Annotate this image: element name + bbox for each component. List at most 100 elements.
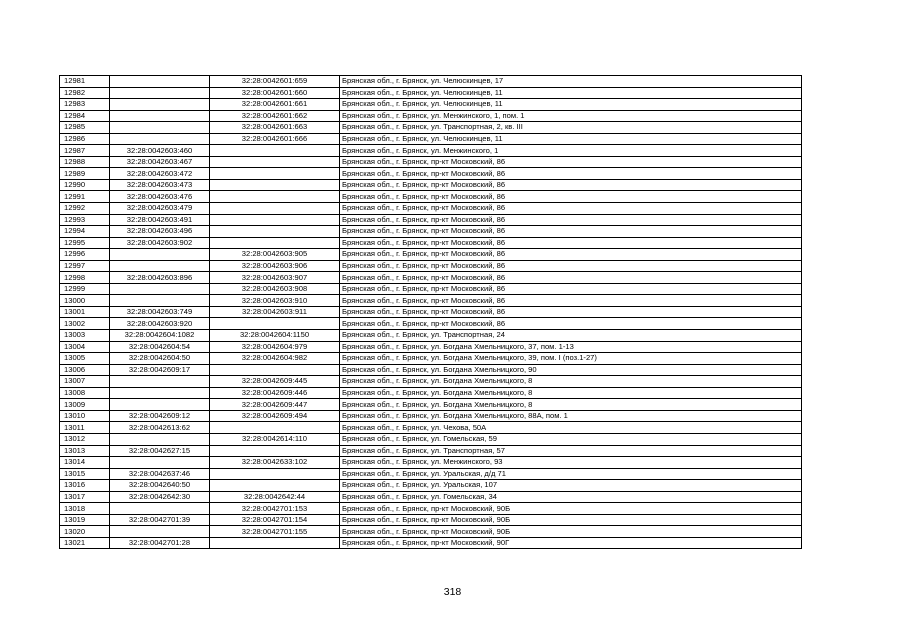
row-number-cell: 13019 [59, 513, 110, 527]
address-cell: Брянская обл., г. Брянск, ул. Челюскинце… [339, 98, 802, 111]
address-cell: Брянская обл., г. Брянск, ул. Гомельская… [339, 432, 802, 446]
address-cell: Брянская обл., г. Брянск, пр-кт Московск… [339, 178, 802, 192]
row-number-cell: 13013 [59, 444, 110, 458]
row-number-cell: 13021 [59, 536, 110, 550]
row-number-cell: 12982 [59, 86, 110, 100]
building-cadastral-cell: 32:28:0042603:908 [209, 282, 340, 296]
row-number-cell: 12981 [59, 75, 110, 88]
land-cadastral-cell: 32:28:0042603:460 [109, 144, 210, 157]
building-cadastral-cell [209, 144, 340, 157]
building-cadastral-cell [209, 479, 340, 492]
land-cadastral-cell [109, 432, 210, 446]
building-cadastral-cell: 32:28:0042604:1150 [209, 329, 340, 342]
row-number-cell: 13003 [59, 329, 110, 342]
row-number-cell: 13004 [59, 340, 110, 354]
land-cadastral-cell: 32:28:0042603:472 [109, 167, 210, 180]
address-cell: Брянская обл., г. Брянск, ул. Менжинског… [339, 109, 802, 123]
building-cadastral-cell: 32:28:0042601:662 [209, 109, 340, 123]
land-cadastral-cell [109, 109, 210, 123]
address-cell: Брянская обл., г. Брянск, ул. Челюскинце… [339, 86, 802, 100]
address-cell: Брянская обл., г. Брянск, ул. Транспортн… [339, 329, 802, 342]
address-cell: Брянская обл., г. Брянск, пр-кт Московск… [339, 294, 802, 307]
land-cadastral-cell: 32:28:0042604:54 [109, 340, 210, 354]
page-number: 318 [443, 586, 462, 598]
address-cell: Брянская обл., г. Брянск, пр-кт Московск… [339, 502, 802, 515]
row-number-cell: 13010 [59, 409, 110, 423]
building-cadastral-cell: 32:28:0042603:907 [209, 271, 340, 284]
land-cadastral-cell [109, 294, 210, 307]
land-cadastral-cell [109, 121, 210, 134]
land-cadastral-cell [109, 259, 210, 273]
row-number-cell: 12984 [59, 109, 110, 123]
row-number-cell: 12987 [59, 144, 110, 157]
land-cadastral-cell [109, 525, 210, 538]
land-cadastral-cell [109, 375, 210, 388]
land-cadastral-cell: 32:28:0042603:473 [109, 178, 210, 192]
address-cell: Брянская обл., г. Брянск, пр-кт Московск… [339, 525, 802, 538]
row-number-cell: 12986 [59, 132, 110, 146]
building-cadastral-cell: 32:28:0042603:911 [209, 305, 340, 319]
address-cell: Брянская обл., г. Брянск, пр-кт Московск… [339, 167, 802, 180]
address-cell: Брянская обл., г. Брянск, пр-кт Московск… [339, 305, 802, 319]
row-number-cell: 13016 [59, 479, 110, 492]
address-cell: Брянская обл., г. Брянск, пр-кт Московск… [339, 317, 802, 331]
address-cell: Брянская обл., г. Брянск, ул. Богдана Хм… [339, 375, 802, 388]
row-number-cell: 12988 [59, 155, 110, 169]
building-cadastral-cell: 32:28:0042603:906 [209, 259, 340, 273]
building-cadastral-cell: 32:28:0042601:666 [209, 132, 340, 146]
building-cadastral-cell [209, 225, 340, 238]
land-cadastral-cell: 32:28:0042604:50 [109, 352, 210, 365]
address-cell: Брянская обл., г. Брянск, пр-кт Московск… [339, 213, 802, 227]
building-cadastral-cell: 32:28:0042601:659 [209, 75, 340, 88]
land-cadastral-cell: 32:28:0042603:896 [109, 271, 210, 284]
building-cadastral-cell: 32:28:0042603:905 [209, 248, 340, 261]
land-cadastral-cell [109, 398, 210, 411]
building-cadastral-cell [209, 467, 340, 481]
address-cell: Брянская обл., г. Брянск, пр-кт Московск… [339, 513, 802, 527]
row-number-cell: 12994 [59, 225, 110, 238]
land-cadastral-cell: 32:28:0042627:15 [109, 444, 210, 458]
building-cadastral-cell [209, 202, 340, 215]
land-cadastral-cell [109, 98, 210, 111]
address-cell: Брянская обл., г. Брянск, ул. Гомельская… [339, 490, 802, 504]
row-number-cell: 13020 [59, 525, 110, 538]
land-cadastral-cell: 32:28:0042609:17 [109, 363, 210, 377]
building-cadastral-cell: 32:28:0042604:982 [209, 352, 340, 365]
land-cadastral-cell [109, 132, 210, 146]
building-cadastral-cell [209, 536, 340, 550]
address-cell: Брянская обл., г. Брянск, пр-кт Московск… [339, 271, 802, 284]
address-cell: Брянская обл., г. Брянск, пр-кт Московск… [339, 236, 802, 250]
row-number-cell: 13002 [59, 317, 110, 331]
row-number-cell: 12997 [59, 259, 110, 273]
row-number-cell: 13005 [59, 352, 110, 365]
land-cadastral-cell: 32:28:0042603:920 [109, 317, 210, 331]
building-cadastral-cell: 32:28:0042609:447 [209, 398, 340, 411]
address-cell: Брянская обл., г. Брянск, ул. Богдана Хм… [339, 352, 802, 365]
building-cadastral-cell [209, 213, 340, 227]
row-number-cell: 13007 [59, 375, 110, 388]
building-cadastral-cell: 32:28:0042609:446 [209, 386, 340, 400]
land-cadastral-cell [109, 86, 210, 100]
row-number-cell: 13015 [59, 467, 110, 481]
